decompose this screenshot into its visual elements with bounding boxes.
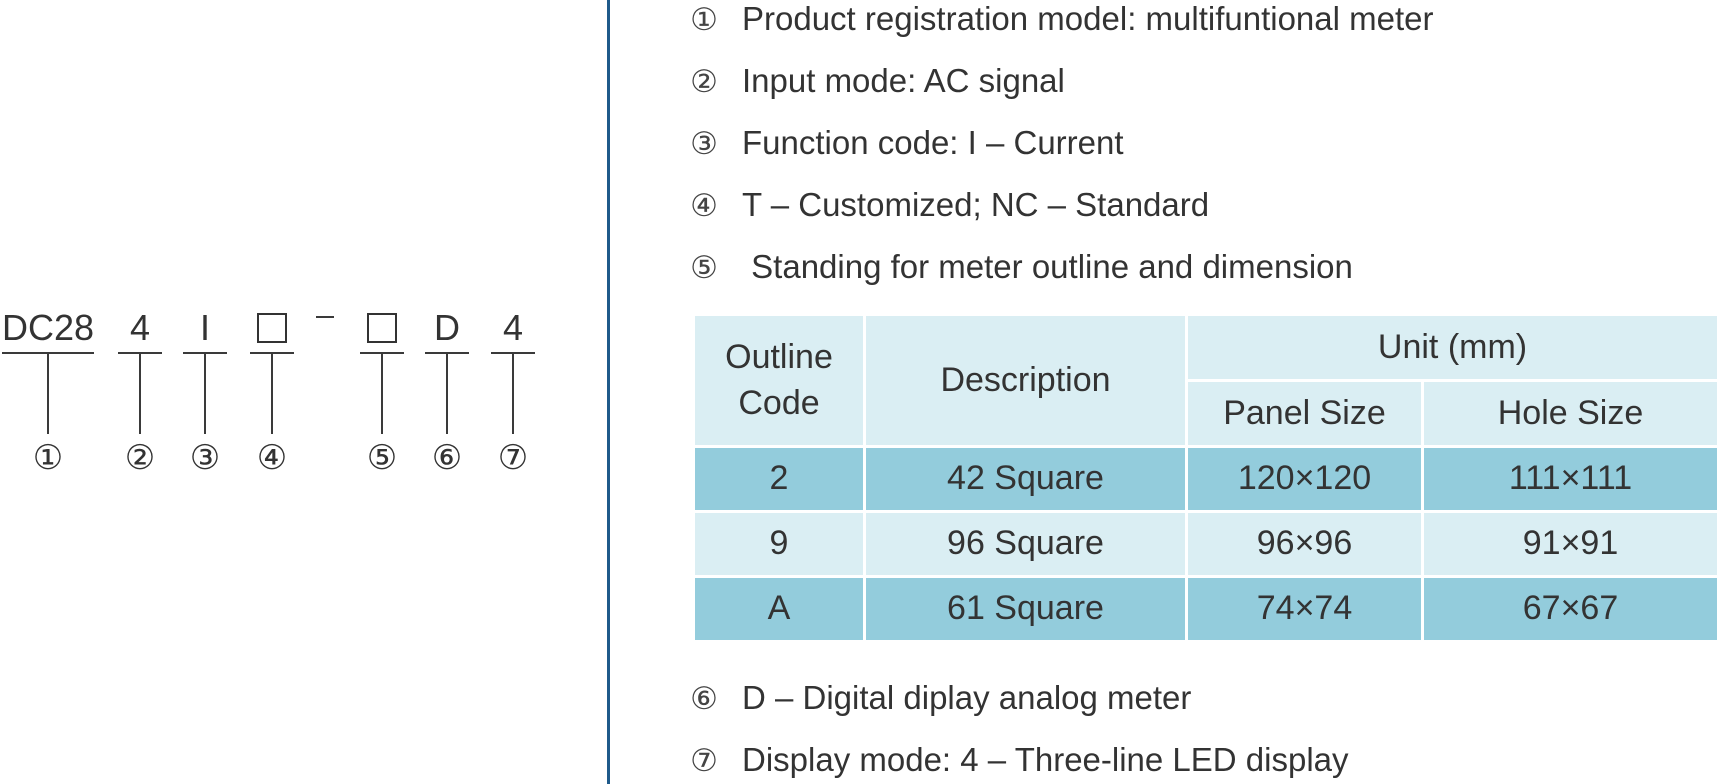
code-marker: ⑤ xyxy=(366,438,398,478)
legend-marker: ⑦ xyxy=(690,743,718,779)
header-outline-code-text: Outline Code xyxy=(725,337,833,422)
cell-description: 42 Square xyxy=(863,445,1188,513)
legend-item: ⑦ Display mode: 4 – Three-line LED displa… xyxy=(684,738,1349,782)
table-header-row: Outline Code Description Unit (mm) xyxy=(692,313,1719,448)
code-part-display-type: D xyxy=(425,304,469,354)
legend-item: ⑤ Standing for meter outline and dimensi… xyxy=(684,245,1353,289)
table-row: 9 96 Square 96×96 91×91 xyxy=(692,510,1719,578)
legend-text: Input mode: AC signal xyxy=(742,62,1065,99)
code-part-display-mode: 4 xyxy=(491,304,535,354)
legend-marker: ① xyxy=(690,2,718,38)
legend-marker: ③ xyxy=(690,126,718,162)
legend-marker: ② xyxy=(690,64,718,100)
code-part-function: I xyxy=(183,304,227,354)
code-part-text: 4 xyxy=(502,307,524,348)
code-stem-line xyxy=(271,352,273,434)
cell-code: 9 xyxy=(692,510,866,578)
cell-code: 2 xyxy=(692,445,866,513)
code-stem-line xyxy=(139,352,141,434)
code-part-text: D xyxy=(434,307,460,348)
cell-description: 96 Square xyxy=(863,510,1188,578)
header-panel-size: Panel Size xyxy=(1185,379,1424,448)
code-separator-dash xyxy=(316,316,334,318)
code-part-text: DC28 xyxy=(1,307,95,348)
code-marker: ② xyxy=(124,438,156,478)
cell-hole-size: 67×67 xyxy=(1420,575,1719,643)
code-stem-line xyxy=(512,352,514,434)
vertical-divider xyxy=(607,0,610,784)
table-subheader-row: Panel Size Hole Size xyxy=(694,379,1719,448)
cell-panel-size: 120×120 xyxy=(1185,445,1424,513)
legend-item: ① Product registration model: multifuntio… xyxy=(684,0,1434,41)
code-marker: ① xyxy=(32,438,64,478)
legend-text: Product registration model: multifuntion… xyxy=(742,0,1434,37)
header-outline-code: Outline Code xyxy=(692,313,866,448)
cell-panel-size: 96×96 xyxy=(1185,510,1424,578)
cell-hole-size: 91×91 xyxy=(1420,510,1719,578)
legend-text: Function code: I – Current xyxy=(742,124,1124,161)
legend-marker: ⑥ xyxy=(690,681,718,717)
code-part-input: 4 xyxy=(118,304,162,354)
legend-marker: ④ xyxy=(690,188,718,224)
legend-text: Standing for meter outline and dimension xyxy=(742,248,1353,285)
code-marker: ③ xyxy=(189,438,221,478)
code-part-outline xyxy=(360,304,404,354)
header-unit: Unit (mm) xyxy=(1184,313,1719,382)
legend-item: ③ Function code: I – Current xyxy=(684,121,1124,165)
cell-panel-size: 74×74 xyxy=(1185,575,1424,643)
code-part-placeholder-box xyxy=(257,313,287,343)
code-part-series: DC28 xyxy=(2,304,94,354)
code-stem-line xyxy=(204,352,206,434)
cell-code: A xyxy=(692,575,866,643)
code-part-custom xyxy=(250,304,294,354)
cell-description: 61 Square xyxy=(863,575,1188,643)
legend-text: D – Digital diplay analog meter xyxy=(742,679,1192,716)
code-marker: ⑦ xyxy=(497,438,529,478)
legend-text: T – Customized; NC – Standard xyxy=(742,186,1210,223)
header-hole-size: Hole Size xyxy=(1420,379,1719,448)
table-row: 2 42 Square 120×120 111×111 xyxy=(692,445,1719,513)
code-marker: ⑥ xyxy=(431,438,463,478)
code-stem-line xyxy=(381,352,383,434)
code-part-placeholder-box xyxy=(367,313,397,343)
header-description: Description xyxy=(863,313,1188,448)
code-part-text: 4 xyxy=(129,307,151,348)
code-stem-line xyxy=(47,352,49,434)
legend-item: ⑥ D – Digital diplay analog meter xyxy=(684,676,1191,720)
code-marker: ④ xyxy=(256,438,288,478)
legend-item: ② Input mode: AC signal xyxy=(684,59,1065,103)
table-row: A 61 Square 74×74 67×67 xyxy=(692,575,1719,643)
legend-item: ④ T – Customized; NC – Standard xyxy=(684,183,1209,227)
legend-text: Display mode: 4 – Three-line LED display xyxy=(742,741,1349,778)
code-part-text: I xyxy=(199,307,210,348)
outline-dimension-table: Outline Code Description Unit (mm) Panel… xyxy=(692,313,1719,643)
code-stem-line xyxy=(446,352,448,434)
legend-marker: ⑤ xyxy=(690,250,718,286)
cell-hole-size: 111×111 xyxy=(1420,445,1719,513)
